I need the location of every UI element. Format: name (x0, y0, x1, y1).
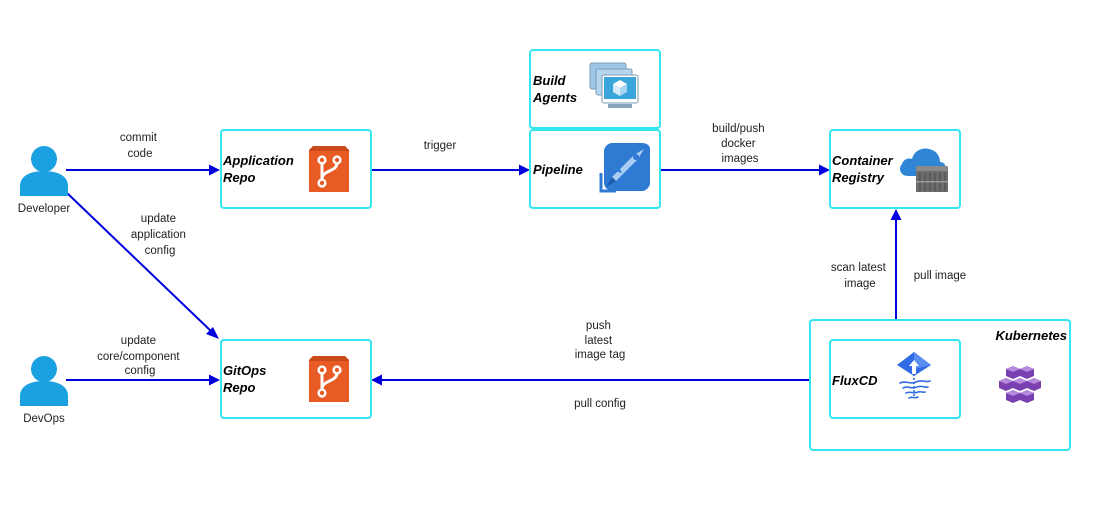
git-repo-icon (309, 356, 349, 402)
node-fluxcd: FluxCD (829, 339, 961, 419)
label-scan-latest-image: scan latest image (831, 262, 889, 290)
label-build-push-docker-images: build/push docker images (712, 123, 768, 165)
actor-developer: Developer (18, 146, 71, 215)
pipeline-title: Pipeline (533, 162, 583, 177)
kubernetes-services-icon (999, 366, 1041, 403)
arrowhead (206, 327, 219, 339)
kubernetes-title: Kubernetes (995, 328, 1067, 343)
label-update-core-component-config: update core/component config (97, 335, 183, 377)
container-registry-title: Container Registry (832, 153, 896, 185)
label-pull-image: pull image (914, 270, 966, 282)
label-push-latest-image-tag: push latest image tag (575, 320, 626, 361)
node-application-repo: Application Repo (220, 129, 372, 209)
person-icon (20, 356, 68, 406)
azure-pipelines-icon (599, 143, 650, 193)
label-pull-config: pull config (574, 398, 626, 410)
build-agents-title: Build Agents (532, 73, 577, 105)
container-registry-icon (900, 148, 948, 192)
fluxcd-icon (897, 352, 931, 399)
node-pipeline: Pipeline (529, 129, 661, 209)
person-icon (20, 146, 68, 196)
arrowhead (209, 164, 220, 176)
gitops-repo-title: GitOps Repo (223, 363, 270, 395)
arrowhead (819, 164, 830, 176)
arrowhead (371, 374, 382, 386)
developer-label: Developer (18, 203, 71, 215)
arrowhead (519, 164, 530, 176)
fluxcd-title: FluxCD (832, 373, 878, 388)
arrowhead (890, 209, 902, 220)
edge-update-application-config (65, 191, 214, 334)
application-repo-title: Application Repo (222, 153, 297, 185)
arrowhead (209, 374, 220, 386)
edges (65, 164, 902, 386)
node-build-agents: Build Agents (529, 49, 661, 129)
devops-label: DevOps (23, 413, 65, 425)
label-update-application-config: update application config (131, 213, 189, 257)
label-trigger: trigger (424, 140, 457, 152)
edge-labels: commit code update application config up… (97, 123, 966, 410)
actor-devops: DevOps (20, 356, 68, 425)
node-container-registry: Container Registry (829, 129, 961, 209)
label-commit-code: commit code (120, 132, 160, 160)
virtual-machines-icon (589, 62, 639, 108)
git-repo-icon (309, 146, 349, 192)
node-gitops-repo: GitOps Repo (220, 339, 372, 419)
